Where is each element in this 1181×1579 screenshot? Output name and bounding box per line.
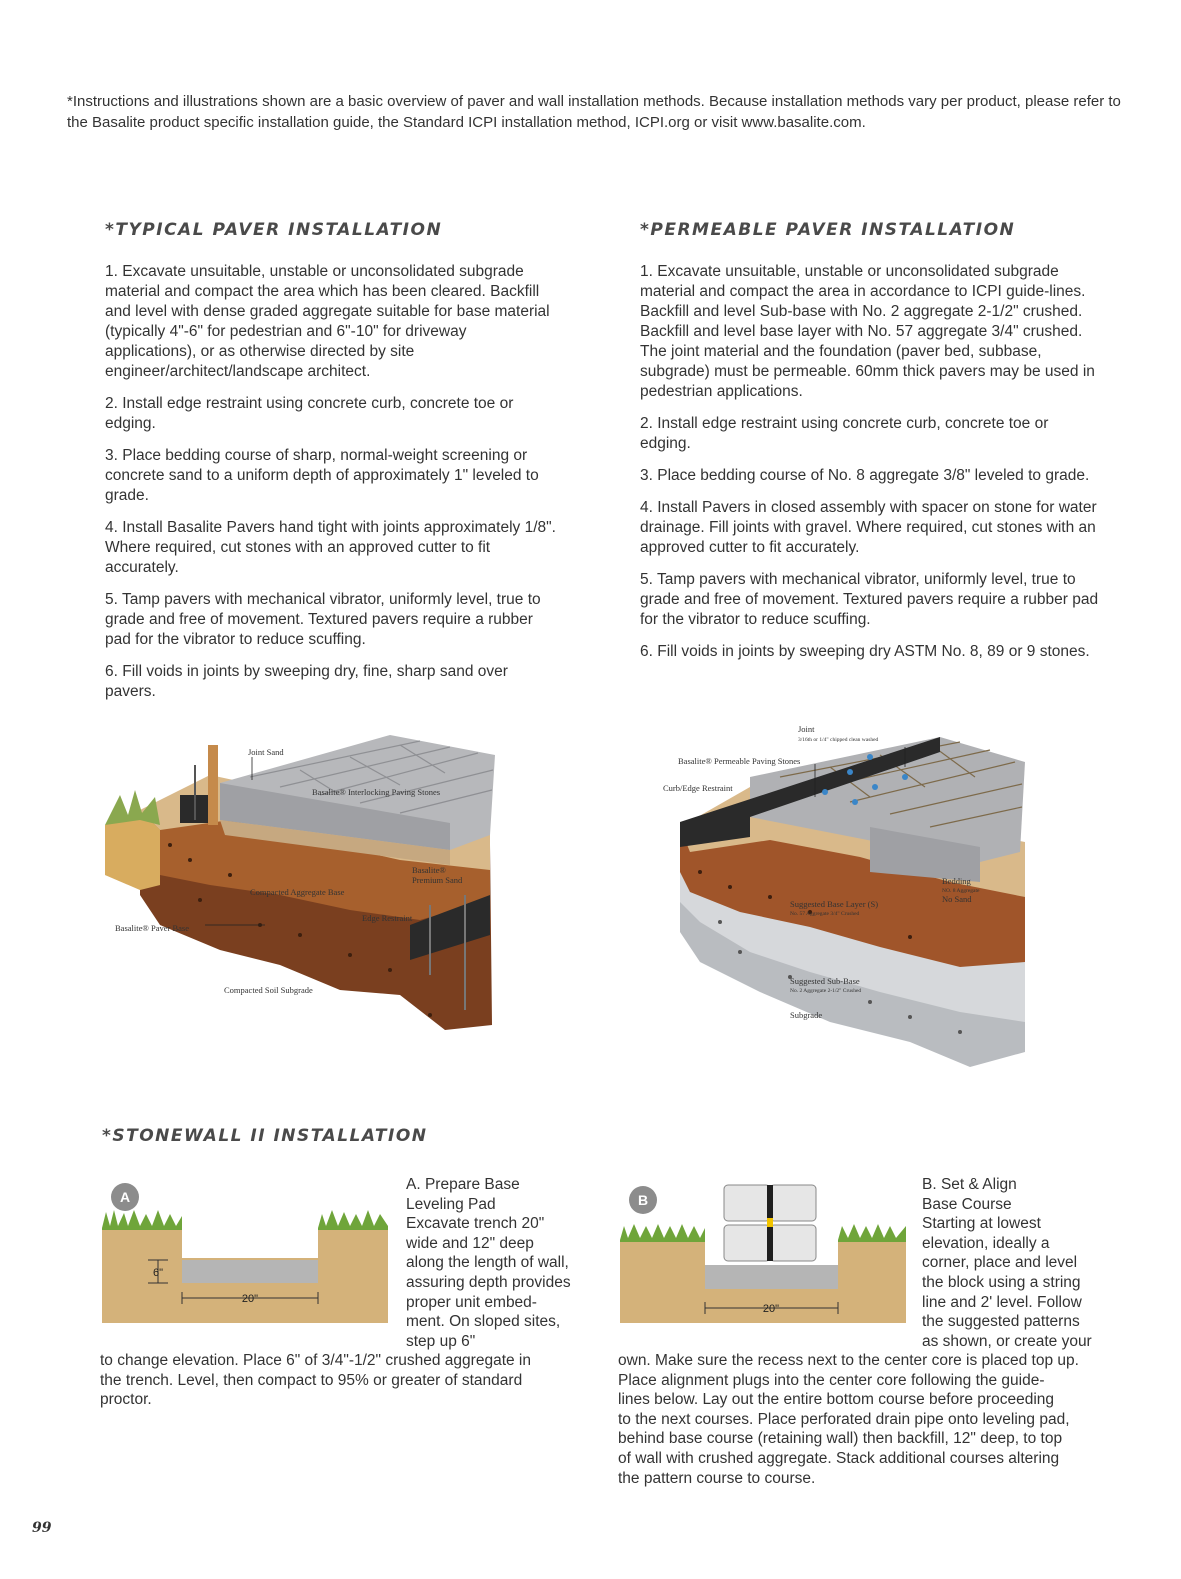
label-soil-subgrade: Compacted Soil Subgrade <box>224 985 313 995</box>
step-b-full-line-7: the pattern course to course. <box>618 1469 816 1487</box>
typical-step-5: 5. Tamp pavers with mechanical vibrator,… <box>105 591 541 648</box>
step-b-line-5: line and 2' level. Follow <box>922 1293 1082 1311</box>
label-sub-base-sub: No. 2 Aggregate 2-1/2" Crushed <box>790 988 861 994</box>
step-b-line-1: Starting at lowest <box>922 1215 1041 1233</box>
typical-step-1: 1. Excavate unsuitable, unstable or unco… <box>105 263 550 380</box>
label-sub-base: Suggested Sub-Base <box>790 976 860 986</box>
step-b-heading-2: Base Course <box>922 1195 1012 1213</box>
typical-step-6: 6. Fill voids in joints by sweeping dry,… <box>105 663 508 700</box>
step-b-full-line-6: of wall with crushed aggregate. Stack ad… <box>618 1449 1060 1467</box>
label-joint: Joint <box>798 724 815 734</box>
step-a-badge <box>111 1183 139 1211</box>
permeable-step-5: 5. Tamp pavers with mechanical vibrator,… <box>640 571 1099 628</box>
step-a-full-text: to change elevation. Place 6" of 3/4"-1/… <box>100 1351 600 1410</box>
dim-b-width: 20" <box>763 1303 779 1315</box>
step-b-side-text: B. Set & Align Base Course Starting at l… <box>922 1175 1107 1351</box>
typical-paver-illustration: Joint Sand Basalite® Interlocking Paving… <box>100 725 510 1045</box>
step-b-badge <box>629 1186 657 1214</box>
permeable-step-6: 6. Fill voids in joints by sweeping dry … <box>640 643 1090 660</box>
step-a-line-3: along the length of wall, <box>406 1254 569 1272</box>
step-a-line-6: ment. On sloped sites, <box>406 1313 561 1331</box>
step-b-line-2: elevation, ideally a <box>922 1234 1050 1252</box>
typical-step-2: 2. Install edge restraint using concrete… <box>105 395 514 432</box>
typical-steps: 1. Excavate unsuitable, unstable or unco… <box>105 262 560 714</box>
step-b-full-line-5: behind base course (retaining wall) then… <box>618 1430 1063 1448</box>
step-b-full-line-2: Place alignment plugs into the center co… <box>618 1371 1045 1389</box>
label-permeable-stones: Basalite® Permeable Paving Stones <box>678 756 800 766</box>
step-a-line-1: Excavate trench 20" <box>406 1215 545 1233</box>
step-b-heading-1: B. Set & Align <box>922 1176 1017 1193</box>
step-a-full-line-3: proctor. <box>100 1391 152 1409</box>
label-compacted-aggregate: Compacted Aggregate Base <box>250 887 345 897</box>
step-b-full-line-3: lines below. Lay out the entire bottom c… <box>618 1391 1054 1409</box>
step-a-heading-1: A. Prepare Base <box>406 1176 520 1193</box>
step-a-line-2: wide and 12" deep <box>406 1234 534 1252</box>
disclaimer-text: *Instructions and illustrations shown ar… <box>67 93 1121 131</box>
typical-step-4: 4. Install Basalite Pavers hand tight wi… <box>105 519 556 576</box>
step-a-full-line-1: to change elevation. Place 6" of 3/4"-1/… <box>100 1352 531 1369</box>
permeable-step-1: 1. Excavate unsuitable, unstable or unco… <box>640 263 1095 400</box>
stonewall-diagram-a: A 6" 20" <box>100 1180 390 1325</box>
typical-step-3: 3. Place bedding course of sharp, normal… <box>105 447 539 504</box>
step-b-line-3: corner, place and level <box>922 1254 1078 1272</box>
label-base-layer-sub: No. 57 Aggregate 3/4" Crushed <box>790 911 860 917</box>
typical-section-title: *Typical Paver Installation <box>105 220 443 240</box>
label-joint-sand: Joint Sand <box>248 747 284 757</box>
step-b-line-7: as shown, or create your <box>922 1332 1092 1350</box>
label-premium-sand-2: Premium Sand <box>412 875 463 885</box>
step-b-full-text: own. Make sure the recess next to the ce… <box>618 1351 1108 1488</box>
step-a-side-text: A. Prepare Base Leveling Pad Excavate tr… <box>406 1175 606 1351</box>
step-b-badge-letter: B <box>638 1192 648 1208</box>
permeable-steps: 1. Excavate unsuitable, unstable or unco… <box>640 262 1102 674</box>
dim-a-depth: 6" <box>153 1267 163 1279</box>
step-a-line-5: proper unit embed- <box>406 1293 537 1311</box>
step-b-full-line-1: own. Make sure the recess next to the ce… <box>618 1352 1079 1369</box>
step-a-full-line-2: the trench. Level, then compact to 95% o… <box>100 1371 523 1389</box>
label-premium-sand-1: Basalite® <box>412 865 446 875</box>
permeable-paver-illustration: Joint 3/16th or 1/4" chipped clean washe… <box>660 722 1040 1072</box>
step-b-line-4: the block using a string <box>922 1273 1081 1291</box>
step-a-badge-letter: A <box>120 1189 130 1205</box>
step-a-heading-2: Leveling Pad <box>406 1195 496 1213</box>
label-joint-sub: 3/16th or 1/4" chipped clean washed <box>798 737 879 743</box>
dim-a-width: 20" <box>242 1293 258 1305</box>
page-number: 99 <box>32 1520 52 1536</box>
stonewall-diagram-b: B 20" <box>618 1180 908 1325</box>
label-paver-base: Basalite® Paver Base <box>115 923 189 933</box>
label-subgrade: Subgrade <box>790 1010 822 1020</box>
label-bedding-2: NO. 8 Aggregate <box>942 888 980 894</box>
stonewall-section-title: *Stonewall II Installation <box>102 1126 428 1146</box>
permeable-step-2: 2. Install edge restraint using concrete… <box>640 415 1049 452</box>
label-edge-restraint: Edge Restraint <box>362 913 413 923</box>
step-b-line-6: the suggested patterns <box>922 1313 1080 1331</box>
label-bedding-3: No Sand <box>942 894 972 904</box>
label-base-layer: Suggested Base Layer (S) <box>790 899 878 909</box>
label-curb: Curb/Edge Restraint <box>663 783 733 793</box>
permeable-step-4: 4. Install Pavers in closed assembly wit… <box>640 499 1097 556</box>
permeable-step-3: 3. Place bedding course of No. 8 aggrega… <box>640 467 1090 484</box>
label-paving-stones: Basalite® Interlocking Paving Stones <box>312 787 440 797</box>
step-b-full-line-4: to the next courses. Place perforated dr… <box>618 1410 1070 1428</box>
permeable-section-title: *Permeable Paver Installation <box>640 220 1016 240</box>
step-a-line-7: step up 6" <box>406 1332 476 1350</box>
step-a-line-4: assuring depth provides <box>406 1273 571 1291</box>
label-bedding-1: Bedding <box>942 876 972 886</box>
